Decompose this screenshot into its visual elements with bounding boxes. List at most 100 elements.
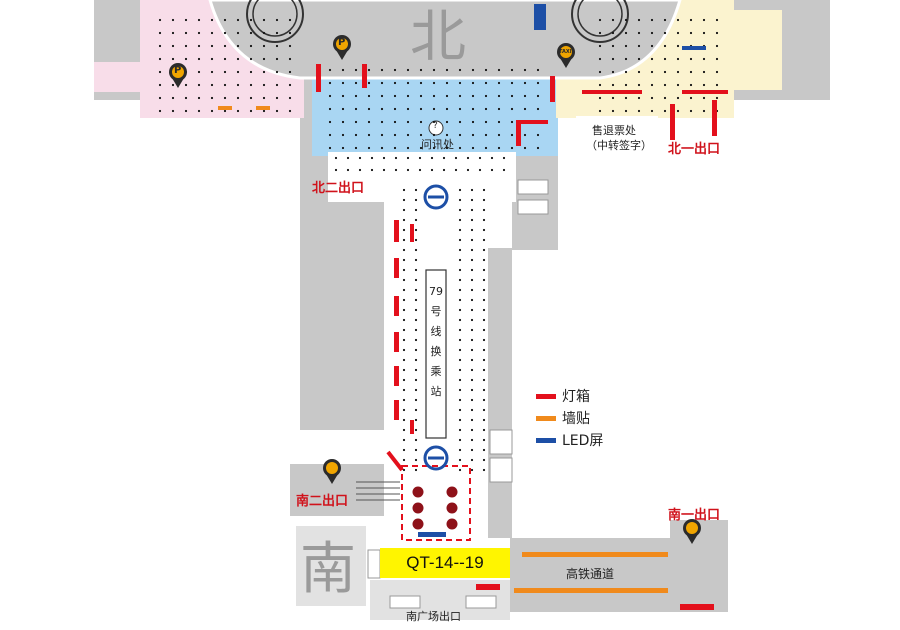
column-dot: [470, 228, 474, 232]
column-dot: [470, 388, 474, 392]
column-dot: [171, 31, 175, 35]
column-dot: [432, 133, 436, 137]
legend-label: LED屏: [562, 433, 604, 449]
column-dot: [715, 18, 719, 22]
column-dot: [210, 83, 214, 87]
column-dot: [262, 70, 266, 74]
legend-item-light-box: 灯箱: [536, 386, 590, 406]
column-dot: [184, 83, 188, 87]
column-dot: [328, 94, 332, 98]
column-dot: [470, 308, 474, 312]
column-dot: [402, 418, 406, 422]
column-dot: [171, 109, 175, 113]
column-dot: [478, 168, 482, 172]
column-dot: [470, 418, 474, 422]
column-dot: [414, 328, 418, 332]
column-dot: [210, 96, 214, 100]
column-dot: [414, 278, 418, 282]
column-dot: [458, 258, 462, 262]
exit-south-one-label: 南一出口: [668, 508, 721, 523]
column-dot: [432, 68, 436, 72]
metro-logo-ring: [423, 184, 449, 210]
east-lower-corridor: [488, 248, 512, 538]
dome-circle-right-inner: [577, 0, 623, 37]
column-dot: [402, 348, 406, 352]
column-dot: [676, 57, 680, 61]
column-dot: [650, 96, 654, 100]
pin-tail: [686, 534, 698, 544]
column-dot: [676, 83, 680, 87]
column-dot: [414, 218, 418, 222]
dome-circle-left: [246, 0, 304, 43]
column-dot: [394, 168, 398, 172]
column-dot: [406, 156, 410, 160]
info-desk-icon: [428, 120, 444, 136]
column-dot: [275, 70, 279, 74]
column-dot: [598, 96, 602, 100]
column-dot: [458, 198, 462, 202]
column-dot: [482, 188, 486, 192]
column-dot: [393, 120, 397, 124]
column-dot: [458, 248, 462, 252]
south-two-stairs: [356, 481, 400, 501]
column-dot: [414, 298, 418, 302]
pin-inner: [336, 38, 348, 50]
led-screen: [682, 46, 706, 50]
column-dot: [484, 146, 488, 150]
column-dot: [458, 268, 462, 272]
column-dot: [458, 458, 462, 462]
legend-item-wall-sticker: 墙贴: [536, 408, 590, 428]
column-dot: [354, 120, 358, 124]
legend-label: 灯箱: [562, 389, 590, 405]
column-dot: [402, 208, 406, 212]
column-dot: [611, 44, 615, 48]
column-dot: [624, 44, 628, 48]
column-dot: [197, 70, 201, 74]
column-dot: [458, 133, 462, 137]
column-dot: [490, 156, 494, 160]
column-dot: [484, 68, 488, 72]
light-box: [582, 90, 642, 94]
column-dot: [458, 288, 462, 292]
light-box: [394, 258, 399, 278]
side-room: [517, 179, 549, 195]
column-dot: [367, 94, 371, 98]
column-dot: [624, 57, 628, 61]
column-dot: [458, 308, 462, 312]
column-dot: [197, 31, 201, 35]
ad-spot: [446, 502, 458, 514]
column-dot: [171, 57, 175, 61]
column-dot: [288, 31, 292, 35]
transfer-station-label: 79号线换乘站: [429, 285, 443, 398]
column-dot: [458, 468, 462, 472]
column-dot: [458, 94, 462, 98]
column-dot: [414, 208, 418, 212]
column-dot: [715, 96, 719, 100]
column-dot: [510, 107, 514, 111]
column-dot: [482, 198, 486, 202]
metro-logo-south: [423, 445, 449, 471]
hsr-passage-label: 高铁通道: [566, 567, 615, 581]
pin-tail: [172, 78, 184, 88]
column-dot: [334, 168, 338, 172]
column-dot: [236, 83, 240, 87]
column-dot: [611, 18, 615, 22]
column-dot: [249, 18, 253, 22]
column-dot: [393, 107, 397, 111]
column-dot: [715, 44, 719, 48]
column-dot: [414, 468, 418, 472]
exit-north-one-label: 北一出口: [668, 142, 721, 157]
column-dot: [458, 378, 462, 382]
column-dot: [502, 168, 506, 172]
column-dot: [663, 31, 667, 35]
column-dot: [624, 31, 628, 35]
column-dot: [454, 168, 458, 172]
column-dot: [484, 120, 488, 124]
column-dot: [458, 107, 462, 111]
column-dot: [637, 18, 641, 22]
column-dot: [367, 107, 371, 111]
column-dot: [432, 120, 436, 124]
column-dot: [402, 188, 406, 192]
column-dot: [223, 31, 227, 35]
column-dot: [497, 146, 501, 150]
